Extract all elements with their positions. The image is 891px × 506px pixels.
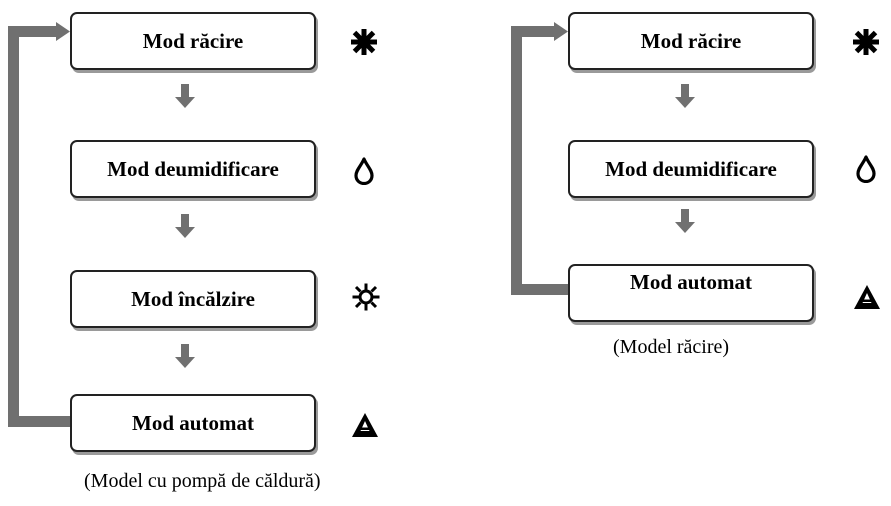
mode-dehumidify-label: Mod deumidificare [605,156,777,181]
cooling-model-caption: (Model răcire) [613,336,730,358]
mode-cooling-label: Mod răcire [142,28,244,53]
mode-cooling-label: Mod răcire [640,28,742,53]
down-arrow-1 [175,84,195,108]
auto-icon [352,413,378,437]
mode-dehumidify-label: Mod deumidificare [107,156,279,181]
cooling-loop-arrow [511,22,569,295]
mode-auto-label: Mod automat [630,270,752,294]
mode-auto-box: Mod automat [568,264,814,322]
sun-icon [352,283,380,311]
water-drop-icon [354,157,374,185]
down-arrow-3 [175,344,195,368]
mode-dehumidify-box: Mod deumidificare [568,140,814,198]
down-arrow-4 [675,84,695,108]
water-drop-icon [856,155,876,183]
mode-heating-box: Mod încălzire [70,270,316,328]
heat-pump-loop-arrow [8,22,70,427]
mode-auto-label: Mod automat [132,410,254,435]
mode-dehumidify-box: Mod deumidificare [70,140,316,198]
snowflake-icon [853,29,879,55]
mode-cooling-box: Mod răcire [70,12,316,70]
snowflake-icon [351,29,377,55]
mode-heating-label: Mod încălzire [131,286,255,311]
down-arrow-2 [175,214,195,238]
mode-auto-box: Mod automat [70,394,316,452]
mode-cooling-box: Mod răcire [568,12,814,70]
auto-icon [854,285,880,309]
down-arrow-5 [675,209,695,233]
heat-pump-model-caption: (Model cu pompă de căldură) [84,470,321,492]
